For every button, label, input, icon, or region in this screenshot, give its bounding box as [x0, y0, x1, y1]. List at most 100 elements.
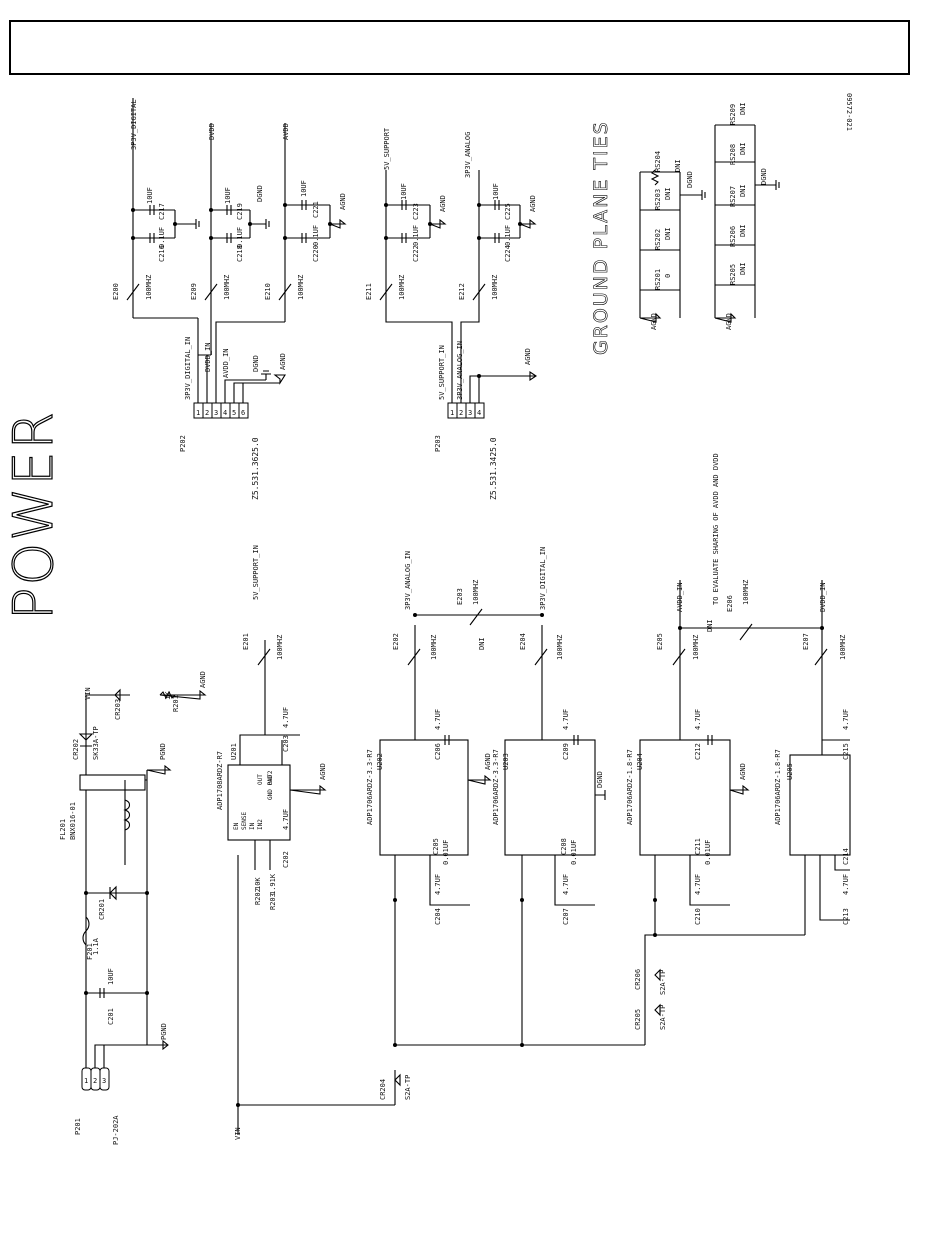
- regulator-u201: E201 100MHZ 5V_SUPPORT_IN ADP1708ARDZ-R7…: [216, 545, 327, 910]
- svg-text:4: 4: [223, 409, 227, 417]
- net-avdd-in-top: AVDD_IN: [222, 348, 230, 378]
- svg-text:1: 1: [84, 1077, 88, 1085]
- u201-pin-sense: SENSE: [241, 812, 248, 830]
- net-pgnd-top: PGND: [159, 743, 167, 760]
- cr201-ref: CR201: [98, 899, 106, 920]
- regulator-u204: E205 100MHZ AVDD_IN ADP1706ARDZ-1.8-R7 U…: [626, 580, 750, 925]
- u201-out-net: 5V_SUPPORT_IN: [252, 545, 260, 600]
- p202-ref: P202: [179, 435, 187, 452]
- svg-text:1: 1: [450, 409, 454, 417]
- ground-ties-row-1: DGND AGND RS201 0 RS202 DNI RS203 DNI RS…: [639, 151, 706, 330]
- c209-val: 4.7UF: [562, 709, 570, 730]
- rs208-ref: RS208: [729, 144, 737, 165]
- net-3p3v-analog-in-top: 3P3V_ANALOG_IN: [456, 341, 464, 400]
- e206-ref: E206: [726, 595, 734, 612]
- e206-dni: DNI: [706, 619, 714, 632]
- cr205-part: S2A-TP: [659, 1005, 667, 1030]
- svg-text:6: 6: [241, 409, 245, 417]
- c211-ref: C211: [694, 838, 702, 855]
- c214-ref: C214: [842, 848, 850, 865]
- cr203-ref: CR203: [114, 699, 122, 720]
- svg-text:2: 2: [93, 1077, 97, 1085]
- c206-ref: C206: [434, 743, 442, 760]
- rs202-ref: RS202: [654, 229, 662, 250]
- rs209-val: DNI: [739, 102, 747, 115]
- u201-part: ADP1708ARDZ-R7: [216, 751, 224, 810]
- u201-pin-out2: OUT2: [267, 770, 274, 785]
- c224-val: 0.1UF: [504, 225, 512, 246]
- gt1-agnd: AGND: [650, 313, 658, 330]
- e201-val: 100MHZ: [276, 635, 284, 660]
- net-5v-support-in-top: 5V_SUPPORT_IN: [438, 345, 446, 400]
- c221-ref: C221: [312, 201, 320, 218]
- e202-ref: E202: [392, 633, 400, 650]
- rs202-val: DNI: [664, 227, 672, 240]
- c209-ref: C209: [562, 743, 570, 760]
- c219-val: 10UF: [224, 187, 232, 204]
- e206-val: 100MHZ: [742, 580, 750, 605]
- c223-ref: C223: [412, 203, 420, 220]
- p201-part: PJ-202A: [112, 1115, 120, 1145]
- u201-pin-gnd: GND PAD: [267, 774, 274, 800]
- c206-val: 4.7UF: [434, 709, 442, 730]
- net-agnd-p202: AGND: [279, 353, 287, 370]
- c219-ref: C219: [236, 203, 244, 220]
- net-dgnd-p202: DGND: [252, 355, 260, 372]
- u201-pin-out: OUT: [257, 774, 264, 785]
- c208-val: 0.01UF: [570, 840, 578, 865]
- net-vin-bottom: VIN: [234, 1127, 242, 1140]
- net-dvdd: DVDD: [208, 123, 216, 140]
- svg-text:2: 2: [459, 409, 463, 417]
- net-agnd-e212: AGND: [529, 195, 537, 212]
- rs204-val: DNI: [674, 159, 682, 172]
- c210-val: 4.7UF: [694, 874, 702, 895]
- e212-val: 100MHZ: [491, 275, 499, 300]
- svg-text:2: 2: [205, 409, 209, 417]
- c215-ref: C215: [842, 743, 850, 760]
- c202-ref: C202: [282, 851, 290, 868]
- c222-ref: C222: [412, 245, 420, 262]
- e209-ref: E209: [190, 283, 198, 300]
- u204-agnd: AGND: [739, 763, 747, 780]
- c212-ref: C212: [694, 743, 702, 760]
- c215-val: 4.7UF: [842, 709, 850, 730]
- e212-ref: E212: [458, 283, 466, 300]
- gt2-dgnd: DGND: [760, 168, 768, 185]
- c220-val: 0.1UF: [312, 225, 320, 246]
- rs208-val: DNI: [739, 142, 747, 155]
- c222-val: 0.1UF: [412, 225, 420, 246]
- regulator-u203: E204 100MHZ 3P3V_DIGITAL_IN ADP1706ARDZ-…: [492, 547, 606, 925]
- gt2-agnd: AGND: [725, 313, 733, 330]
- net-agnd-vin: AGND: [199, 671, 207, 688]
- cr204-ref: CR204: [379, 1079, 387, 1100]
- e200-val: 100MHZ: [145, 275, 153, 300]
- u202-part: ADP1706ARDZ-3.3-R7: [366, 749, 374, 825]
- u204-ref: U204: [636, 753, 644, 770]
- regulator-u202: E202 100MHZ 3P3V_ANALOG_IN ADP1706ARDZ-3…: [366, 551, 492, 925]
- e207-val: 100MHZ: [839, 635, 847, 660]
- net-3p3v-analog: 3P3V_ANALOG: [464, 132, 472, 178]
- c216-val: 0.1UF: [158, 227, 166, 248]
- e203-val: 100MHZ: [472, 580, 480, 605]
- power-title: POWER: [2, 410, 65, 620]
- cr205-ref: CR205: [634, 1009, 642, 1030]
- ground-ties-row-2: DGND AGND RS205 DNI RS206 DNI RS207 DNI …: [714, 102, 780, 330]
- svg-text:3: 3: [102, 1077, 106, 1085]
- p203-part: Z5.531.3425.0: [489, 437, 498, 500]
- f201-val: 1.1A: [92, 937, 100, 955]
- rs209-ref: RS209: [729, 104, 737, 125]
- svg-text:3: 3: [214, 409, 218, 417]
- c216-ref: C216: [158, 245, 166, 262]
- e205-ref: E205: [656, 633, 664, 650]
- net-pgnd-bottom: PGND: [160, 1023, 168, 1040]
- net-agnd-e210: AGND: [339, 193, 347, 210]
- r202-val: 10K: [254, 877, 262, 890]
- c212-val: 4.7UF: [694, 709, 702, 730]
- rs203-val: DNI: [664, 187, 672, 200]
- u204-part: ADP1706ARDZ-1.8-R7: [626, 749, 634, 825]
- c205-ref: C205: [432, 838, 440, 855]
- figure-id: 09572-021: [845, 93, 853, 131]
- u203-ref: U203: [502, 753, 510, 770]
- c223-val: 10UF: [400, 183, 408, 200]
